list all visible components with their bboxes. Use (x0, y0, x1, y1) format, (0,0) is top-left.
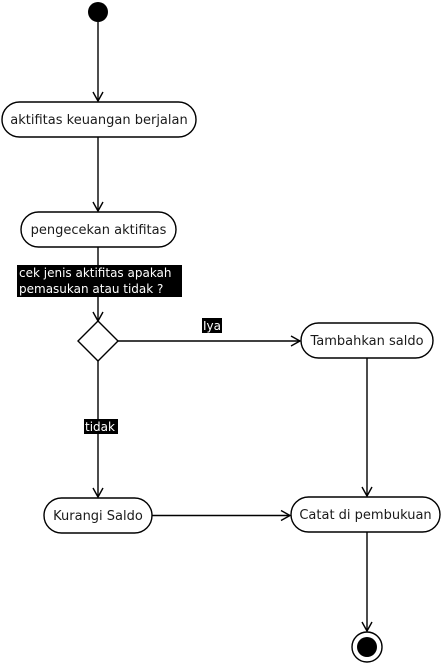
guard-no-text: tidak (85, 420, 115, 434)
guard-yes-text: Iya (203, 319, 221, 333)
action-activity-running-label: aktifitas keuangan berjalan (10, 113, 187, 128)
action-record-bookkeeping-label: Catat di pembukuan (299, 508, 431, 523)
guard-question-line2: pemasukan atau tidak ? (19, 282, 163, 296)
guard-yes-label: Iya (202, 318, 222, 333)
action-add-balance-label: Tambahkan saldo (309, 334, 423, 349)
guard-question-label: cek jenis aktifitas apakah pemasukan ata… (17, 265, 182, 297)
action-reduce-balance: Kurangi Saldo (43, 497, 153, 534)
decision-node (77, 320, 119, 362)
action-check-activity-label: pengecekan aktifitas (31, 223, 167, 238)
guard-question-line1: cek jenis aktifitas apakah (19, 266, 172, 280)
action-check-activity: pengecekan aktifitas (20, 211, 177, 248)
action-add-balance: Tambahkan saldo (300, 322, 434, 359)
action-reduce-balance-label: Kurangi Saldo (53, 509, 143, 524)
action-record-bookkeeping: Catat di pembukuan (290, 496, 441, 533)
guard-no-label: tidak (84, 419, 118, 434)
end-node (351, 631, 383, 663)
action-activity-running: aktifitas keuangan berjalan (1, 101, 197, 138)
start-node (88, 2, 108, 22)
